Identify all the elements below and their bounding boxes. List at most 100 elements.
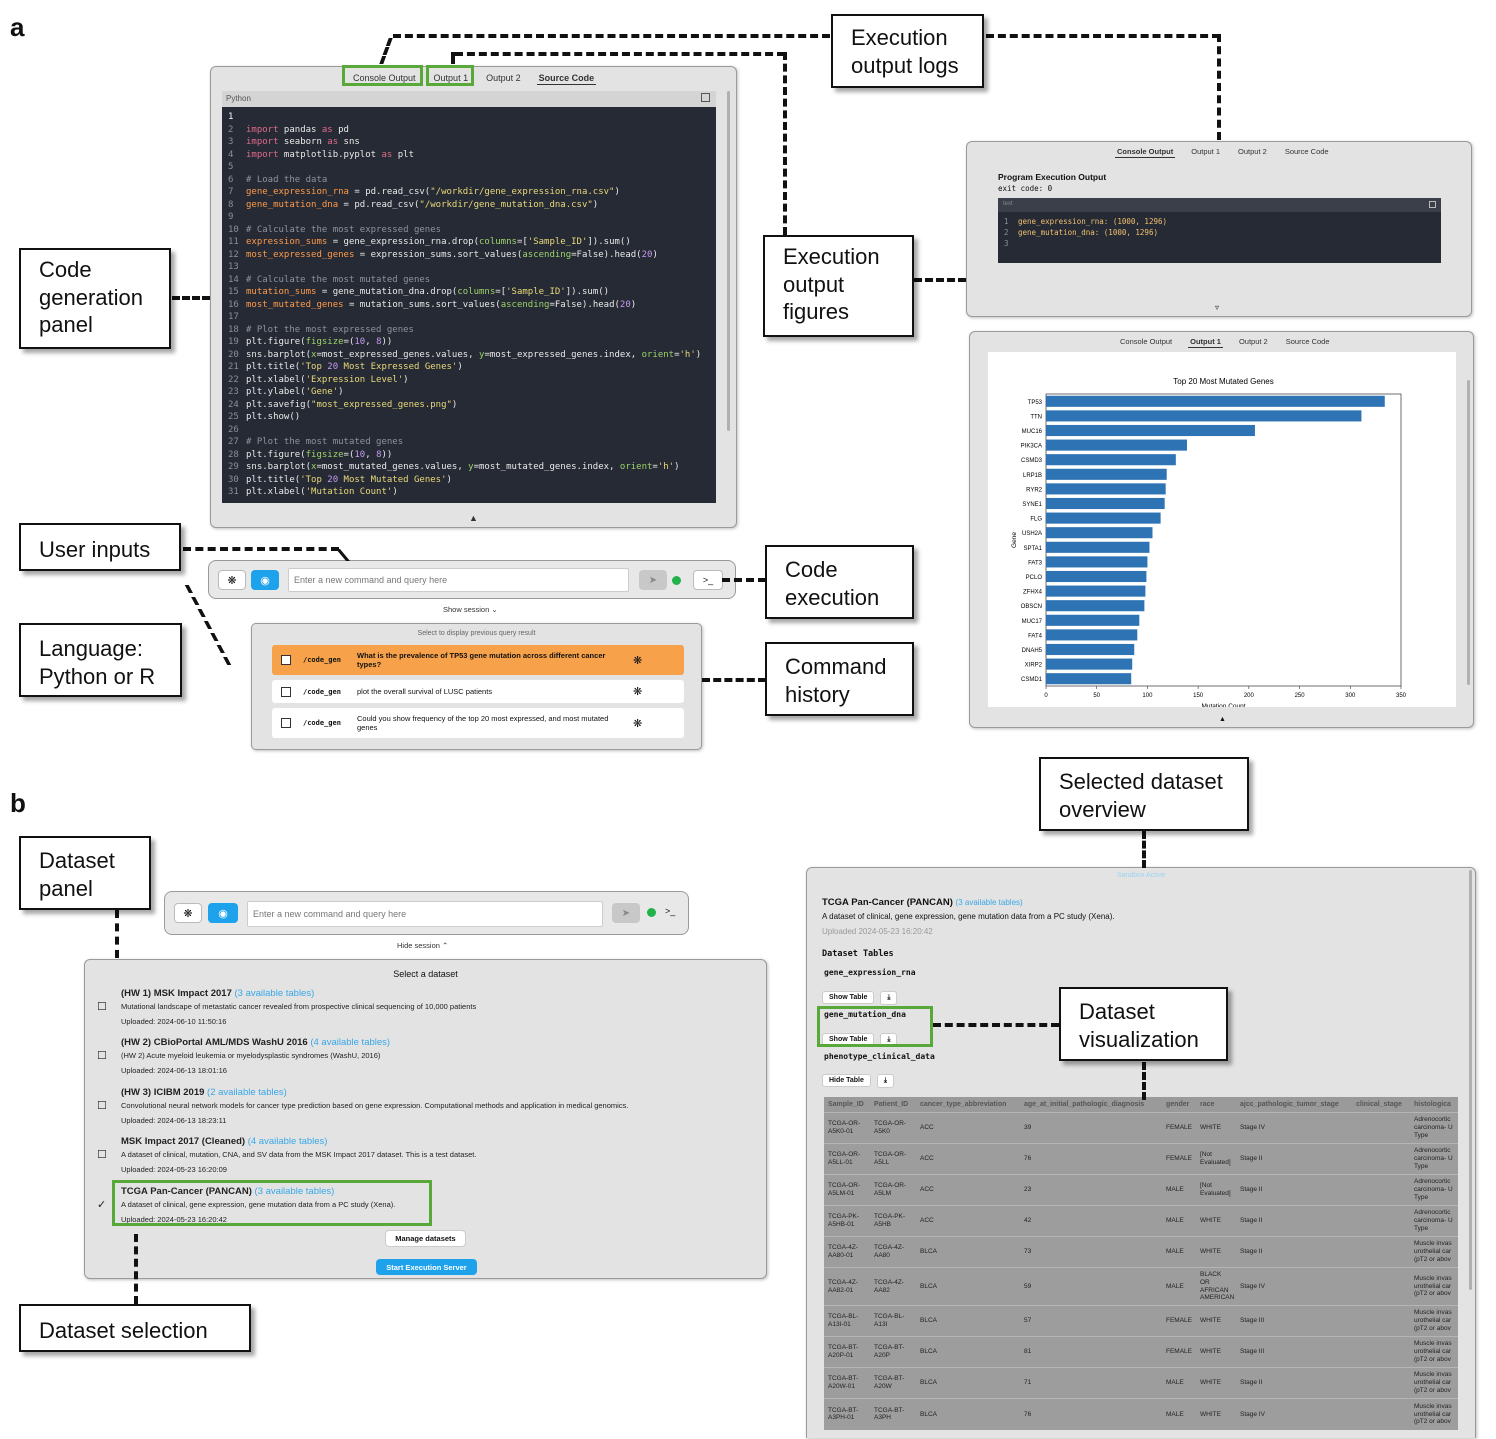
dataset-tables-link[interactable]: (3 available tables): [254, 1186, 335, 1197]
code-text: gene_mutation_dna = pd.read_csv("/workdi…: [246, 199, 599, 210]
dataset-checkbox[interactable]: ☐: [97, 1050, 107, 1062]
dataset-item[interactable]: ☐MSK Impact 2017 (Cleaned) (4 available …: [97, 1136, 747, 1174]
code-scrollbar[interactable]: [727, 91, 730, 431]
tab-output-2[interactable]: Output 2: [1238, 337, 1268, 346]
dataset-item[interactable]: ✓TCGA Pan-Cancer (PANCAN) (3 available t…: [97, 1186, 747, 1224]
tab-output-1[interactable]: Output 1: [1188, 337, 1223, 348]
hide-session-toggle[interactable]: Hide session ⌃: [397, 941, 448, 950]
tab-source-code[interactable]: Source Code: [1284, 147, 1329, 156]
tab-source-code[interactable]: Source Code: [536, 73, 597, 85]
python-language-button[interactable]: ❋: [218, 570, 246, 590]
y-tick-label: CSMD1: [1021, 677, 1043, 683]
dataset-tables-link[interactable]: (2 available tables): [207, 1087, 287, 1098]
send-button[interactable]: ➤: [612, 903, 640, 923]
hide-table-button[interactable]: Hide Table: [822, 1074, 871, 1087]
expand-down-icon[interactable]: ▿: [1215, 303, 1220, 312]
dataset-tables-link[interactable]: (4 available tables): [247, 1136, 328, 1147]
table-column-header[interactable]: clinical_stage: [1352, 1097, 1410, 1113]
history-cmd: /code_gen: [303, 656, 341, 664]
view-toggle-button[interactable]: ◉: [208, 903, 238, 923]
history-checkbox[interactable]: [281, 718, 291, 728]
terminal-icon[interactable]: >_: [665, 906, 676, 916]
y-tick-label: ZFHX4: [1023, 590, 1043, 596]
tab-console-output[interactable]: Console Output: [1120, 337, 1173, 346]
table-column-header[interactable]: age_at_initial_pathologic_diagnosis: [1020, 1097, 1162, 1113]
table-column-header[interactable]: Sample_ID: [824, 1097, 870, 1113]
tab-output-1[interactable]: Output 1: [433, 73, 469, 83]
tab-output-1[interactable]: Output 1: [1191, 147, 1221, 156]
dataset-item[interactable]: ☐(HW 3) ICIBM 2019 (2 available tables)C…: [97, 1087, 747, 1125]
eye-icon: ◉: [260, 574, 270, 587]
table-name: gene_expression_rna: [824, 968, 916, 977]
dataset-tables-link[interactable]: (4 available tables): [310, 1037, 391, 1048]
manage-datasets-button[interactable]: Manage datasets: [385, 1230, 466, 1247]
overview-scrollbar[interactable]: [1469, 870, 1472, 1290]
view-toggle-button[interactable]: ◉: [251, 570, 279, 590]
show-table-button[interactable]: Show Table: [822, 991, 875, 1004]
command-input[interactable]: Enter a new command and query here: [288, 568, 629, 592]
leader-line: [1217, 34, 1221, 140]
history-item[interactable]: /code_gen Could you show frequency of th…: [272, 708, 684, 738]
dataset-checkbox[interactable]: ☐: [97, 1100, 107, 1112]
tab-output-2[interactable]: Output 2: [486, 73, 521, 83]
tab-output-2[interactable]: Output 2: [1238, 147, 1267, 156]
chart-scrollbar[interactable]: [1467, 380, 1470, 685]
table-column-header[interactable]: gender: [1162, 1097, 1196, 1113]
dataset-item[interactable]: ☐(HW 2) CBioPortal AML/MDS WashU 2016 (4…: [97, 1037, 747, 1075]
download-icon[interactable]: ⤓: [876, 1074, 894, 1088]
table-column-header[interactable]: race: [1196, 1097, 1236, 1113]
copy-icon[interactable]: [1429, 201, 1436, 208]
dataset-item[interactable]: ☐(HW 1) MSK Impact 2017 (3 available tab…: [97, 988, 747, 1026]
table-cell: [1352, 1305, 1410, 1337]
line-number: 30: [228, 474, 239, 485]
download-icon[interactable]: ⤓: [880, 991, 898, 1005]
collapse-up-icon[interactable]: ▲: [469, 513, 478, 523]
python-language-button[interactable]: ❋: [174, 903, 202, 923]
tab-source-code[interactable]: Source Code: [1285, 337, 1330, 346]
table-cell: WHITE: [1196, 1305, 1236, 1337]
history-item[interactable]: /code_gen What is the prevalence of TP53…: [272, 645, 684, 675]
tab-console-output[interactable]: Console Output: [353, 73, 416, 83]
dataset-uploaded: Uploaded: 2024-05-23 16:20:09: [121, 1165, 227, 1174]
tab-console-output[interactable]: Console Output: [1115, 147, 1176, 158]
dataset-uploaded: Uploaded: 2024-06-13 18:23:11: [121, 1116, 227, 1125]
dataset-tables-link[interactable]: (3 available tables): [234, 988, 315, 999]
code-line: 10# Calculate the most expressed genes: [228, 224, 710, 237]
dataset-description: Mutational landscape of metastatic cance…: [121, 1002, 477, 1011]
table-cell: TCGA-4Z-AA82: [870, 1266, 916, 1306]
table-cell: [1352, 1266, 1410, 1306]
history-checkbox[interactable]: [281, 686, 291, 697]
table-cell: MALE: [1162, 1266, 1196, 1306]
dataset-checkbox[interactable]: ☐: [97, 1001, 107, 1013]
table-cell: [Not Evaluated]: [1196, 1143, 1236, 1175]
history-item[interactable]: /code_gen plot the overall survival of L…: [272, 680, 684, 703]
table-column-header[interactable]: ajcc_pathologic_tumor_stage: [1236, 1097, 1352, 1113]
command-input[interactable]: Enter a new command and query here: [247, 901, 603, 927]
start-execution-server-button[interactable]: Start Execution Server: [376, 1259, 477, 1275]
table-column-header[interactable]: cancer_type_abbreviation: [916, 1097, 1020, 1113]
dataset-checkbox[interactable]: ✓: [97, 1199, 107, 1211]
table-column-header[interactable]: histologica: [1410, 1097, 1458, 1113]
plot-frame: [1045, 393, 1402, 687]
dataset-checkbox[interactable]: ☐: [97, 1149, 107, 1161]
callout-line: Execution: [783, 244, 880, 269]
y-tick-label: MUC17: [1022, 619, 1043, 625]
x-tick-label: 300: [1345, 693, 1356, 699]
send-button[interactable]: ➤: [639, 570, 667, 590]
code-text: plt.xlabel('Expression Level'): [246, 374, 409, 385]
code-line: 14# Calculate the most mutated genes: [228, 274, 710, 287]
collapse-up-icon[interactable]: ▲: [1219, 716, 1226, 723]
copy-icon[interactable]: [701, 93, 710, 102]
code-text: expression_sums = gene_expression_rna.dr…: [246, 237, 631, 247]
show-session-toggle[interactable]: Show session ⌄: [443, 605, 498, 614]
table-column-header[interactable]: Patient_ID: [870, 1097, 916, 1113]
execute-code-button[interactable]: >_: [693, 570, 723, 590]
table-cell: TCGA-OR-A5LM-01: [824, 1174, 870, 1206]
history-checkbox[interactable]: [281, 655, 291, 665]
overview-tables-count[interactable]: (3 available tables): [955, 898, 1023, 907]
callout-line: execution: [785, 584, 880, 610]
table-cell: TCGA-BT-A3PH-01: [824, 1398, 870, 1430]
